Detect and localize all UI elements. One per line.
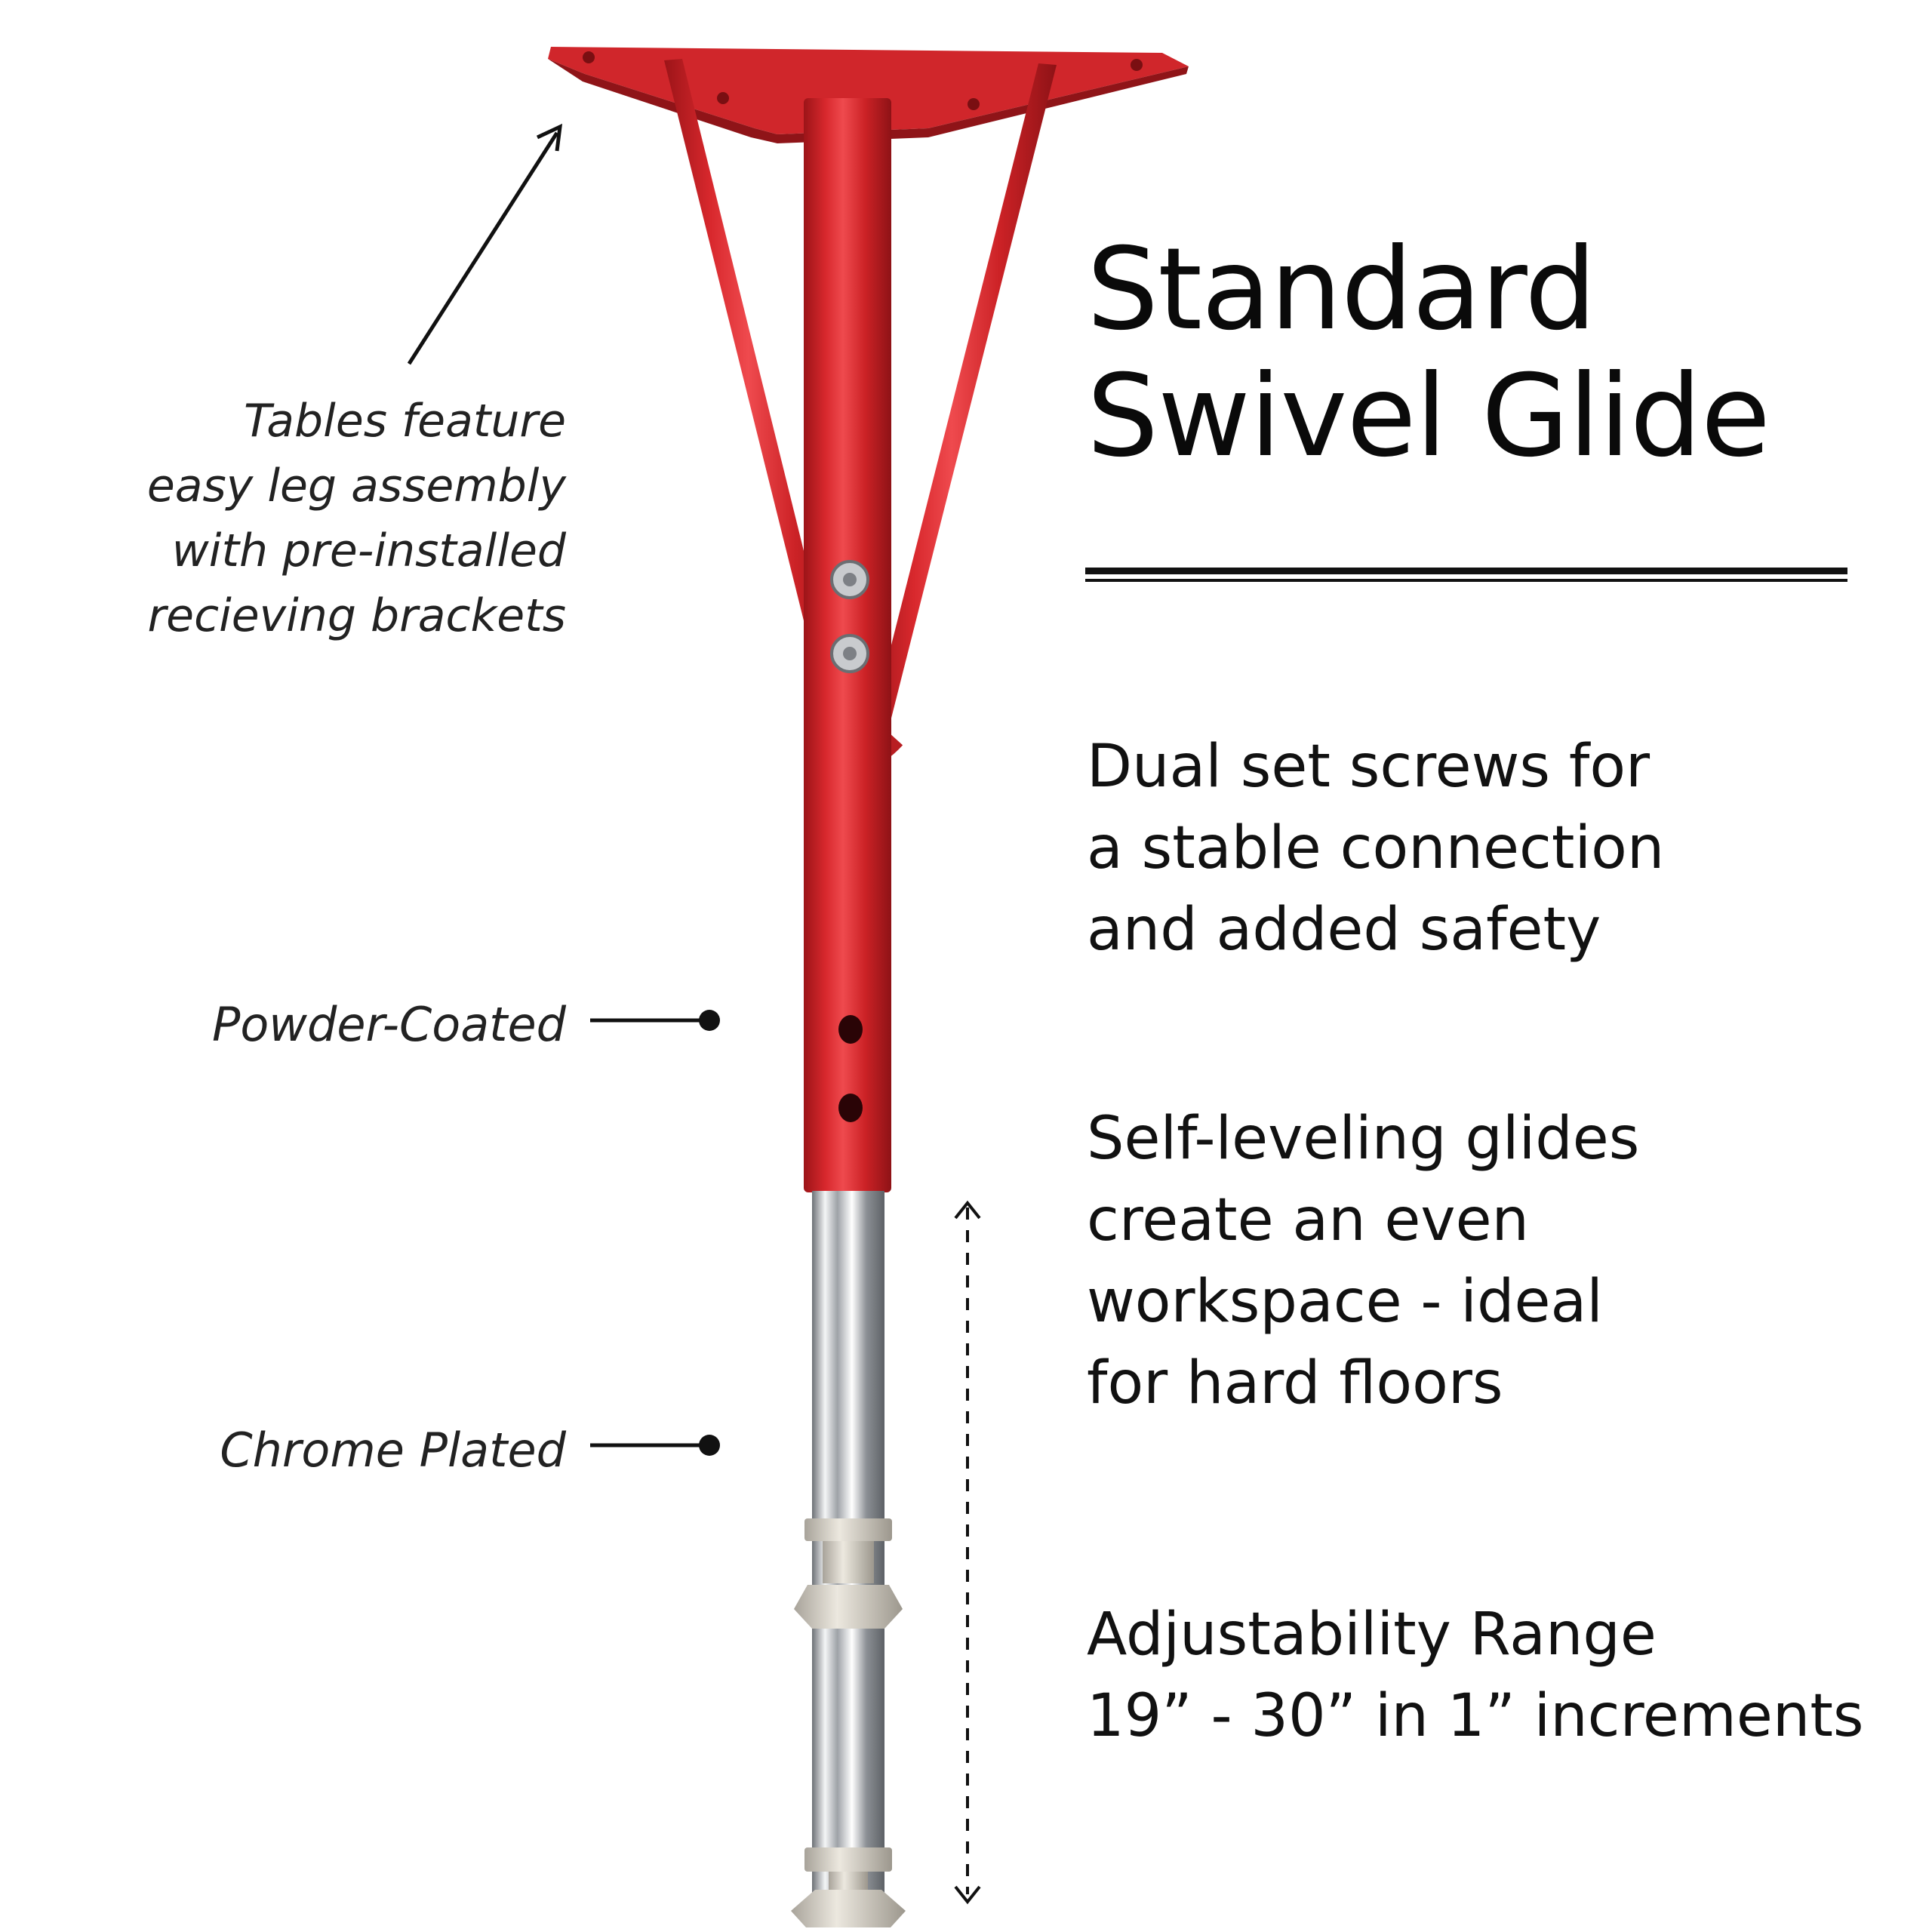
feature-line: and added safety: [1087, 896, 1601, 964]
assembly-arrow: [407, 123, 563, 365]
feature-adjustability-range: Adjustability Range 19” - 30” in 1” incr…: [1087, 1594, 1902, 1757]
chrome-plated-label: Chrome Plated: [220, 1423, 566, 1478]
title-divider: [1085, 568, 1847, 582]
feature-line: Dual set screws for: [1087, 733, 1651, 801]
feature-line: a stable connection: [1087, 814, 1665, 882]
page-title-line: Standard: [1087, 224, 1596, 355]
adjustability-range-arrow: [954, 1200, 981, 1905]
swivel-glide: [791, 1518, 906, 1927]
feature-line: Adjustability Range: [1087, 1601, 1657, 1669]
chrome-plated-pointer: [590, 1435, 720, 1456]
feature-line: workspace - ideal: [1087, 1268, 1603, 1336]
feature-line: for hard floors: [1087, 1349, 1503, 1417]
feature-set-screws: Dual set screws for a stable connection …: [1087, 726, 1902, 971]
mounting-plate: [548, 47, 1189, 143]
powder-coated-pointer: [590, 1010, 720, 1031]
assembly-note-line: recieving brackets: [147, 589, 566, 642]
powder-coated-label: Powder-Coated: [211, 997, 566, 1052]
assembly-note-line: easy leg assembly: [146, 460, 566, 512]
page-title-line: Swivel Glide: [1087, 351, 1770, 482]
assembly-note-line: with pre-installed: [171, 525, 566, 577]
assembly-note-line: Tables feature: [243, 395, 566, 448]
feature-line: 19” - 30” in 1” increments: [1087, 1682, 1864, 1750]
page-title: Standard Swivel Glide: [1087, 226, 1917, 480]
assembly-note: Tables feature easy leg assembly with pr…: [91, 389, 566, 648]
feature-line: create an even: [1087, 1186, 1529, 1254]
adjustment-holes: [838, 1015, 863, 1122]
set-screws: [830, 560, 869, 673]
feature-line: Self-leveling glides: [1087, 1105, 1640, 1173]
feature-self-leveling-glides: Self-leveling glides create an even work…: [1087, 1098, 1902, 1424]
